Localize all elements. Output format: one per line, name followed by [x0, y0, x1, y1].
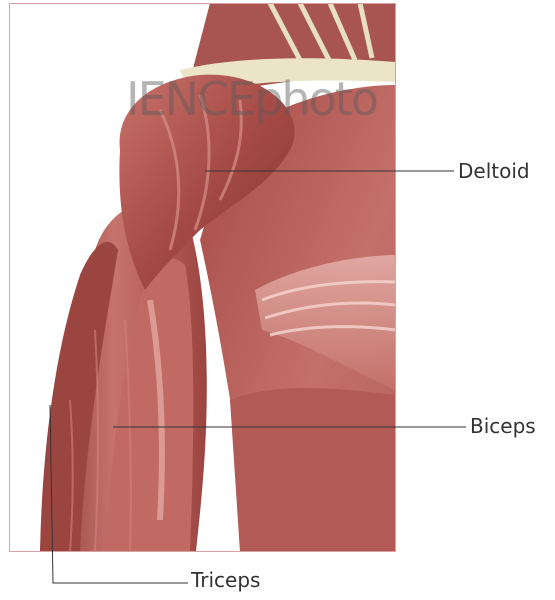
triceps-label: Triceps — [191, 570, 260, 590]
deltoid-label: Deltoid — [458, 161, 530, 181]
biceps-label: Biceps — [470, 416, 536, 436]
lower-torso-muscle — [230, 388, 396, 552]
watermark-text: IENCEphoto — [126, 72, 394, 126]
